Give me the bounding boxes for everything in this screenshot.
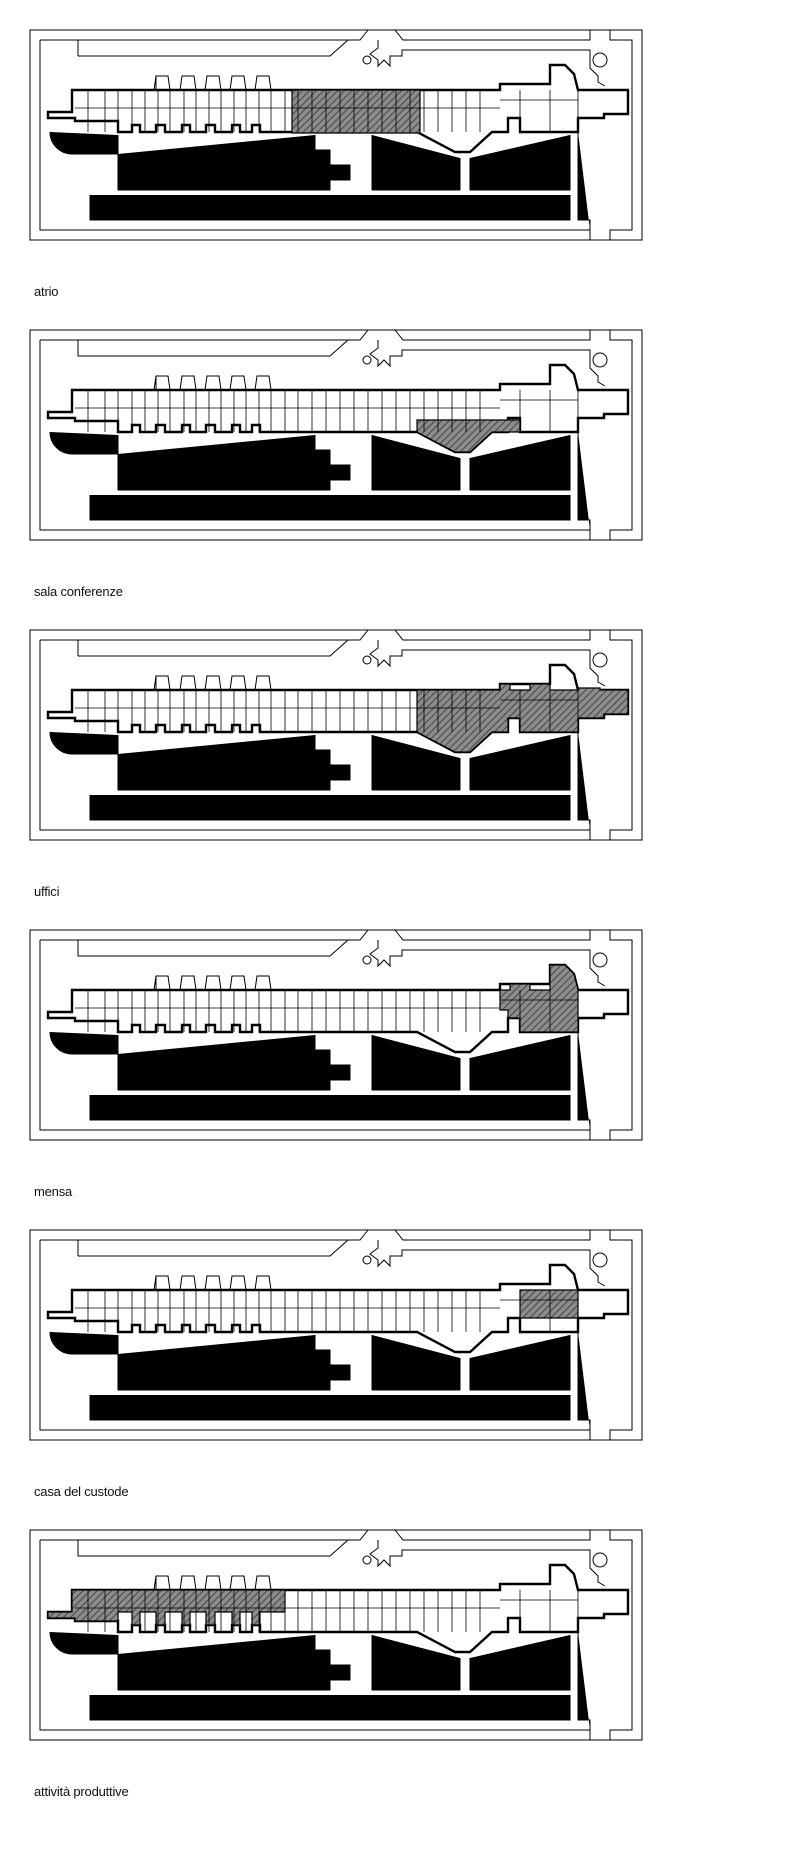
perimeter-road	[39, 1529, 633, 1740]
roundabout	[362, 1555, 372, 1565]
main-building	[46, 63, 630, 154]
panel-caption: casa del custode	[34, 1484, 129, 1499]
service-road	[78, 1539, 606, 1587]
site-boundary	[29, 29, 643, 241]
lower-structures	[49, 131, 591, 230]
highlight-area	[291, 89, 421, 134]
site-boundary	[29, 929, 643, 1141]
highlight-area	[47, 1589, 286, 1626]
sawtooth-roof	[153, 675, 272, 691]
perimeter-road	[39, 329, 633, 540]
lower-structures	[49, 1031, 591, 1130]
plan-panel-casa-del-custode: casa del custode	[29, 1229, 750, 1505]
highlight-area	[416, 419, 521, 453]
service-road	[78, 339, 606, 387]
main-building	[46, 1263, 630, 1354]
lower-structures	[49, 1631, 591, 1730]
service-road	[78, 639, 606, 687]
highlight-area	[499, 964, 579, 1033]
service-road	[78, 1239, 606, 1287]
sawtooth-roof	[153, 375, 272, 391]
site-boundary	[29, 1229, 643, 1441]
sawtooth-roof	[153, 975, 272, 991]
roundabout	[592, 52, 608, 68]
roundabout	[362, 355, 372, 365]
plan-drawing	[29, 1229, 643, 1441]
plan-drawing	[29, 329, 643, 541]
main-building	[46, 663, 630, 754]
site-boundary	[29, 1529, 643, 1741]
panel-caption: mensa	[34, 1184, 73, 1199]
structural-grid	[75, 990, 579, 1032]
roundabout	[592, 952, 608, 968]
main-building	[46, 1563, 630, 1654]
plan-panel-uffici: uffici	[29, 629, 750, 905]
service-road	[78, 39, 606, 87]
roundabout	[362, 55, 372, 65]
plan-panel-attivita-produttive: attività produttive	[29, 1529, 750, 1805]
lower-structures	[49, 1331, 591, 1430]
structural-grid	[75, 390, 579, 432]
roundabout	[362, 1255, 372, 1265]
plan-panel-mensa: mensa	[29, 929, 750, 1205]
panel-caption: atrio	[34, 284, 59, 299]
plan-drawing	[29, 1529, 643, 1741]
roundabout	[362, 655, 372, 665]
site-boundary	[29, 629, 643, 841]
service-road	[78, 939, 606, 987]
perimeter-road	[39, 1229, 633, 1440]
panel-caption: uffici	[34, 884, 60, 899]
structural-grid	[75, 1290, 579, 1332]
sawtooth-roof	[153, 1275, 272, 1291]
sawtooth-roof	[153, 1575, 272, 1591]
highlight-area	[519, 1289, 579, 1319]
panel-caption: attività produttive	[34, 1784, 129, 1799]
perimeter-road	[39, 629, 633, 840]
roundabout	[592, 1552, 608, 1568]
sawtooth-roof	[153, 75, 272, 91]
structural-grid	[75, 90, 579, 132]
plan-drawing	[29, 929, 643, 1141]
roundabout	[592, 1252, 608, 1268]
plan-panel-atrio: atrio	[29, 29, 750, 305]
plan-drawing	[29, 629, 643, 841]
highlight-area	[416, 683, 629, 753]
site-boundary	[29, 329, 643, 541]
main-building	[46, 363, 630, 454]
perimeter-road	[39, 29, 633, 240]
roundabout	[592, 652, 608, 668]
plan-drawing	[29, 29, 643, 241]
roundabout	[362, 955, 372, 965]
structural-grid	[75, 690, 579, 732]
lower-structures	[49, 731, 591, 830]
plan-panel-sala-conferenze: sala conferenze	[29, 329, 750, 605]
perimeter-road	[39, 929, 633, 1140]
structural-grid	[75, 1590, 579, 1632]
panel-caption: sala conferenze	[34, 584, 123, 599]
lower-structures	[49, 431, 591, 530]
roundabout	[592, 352, 608, 368]
